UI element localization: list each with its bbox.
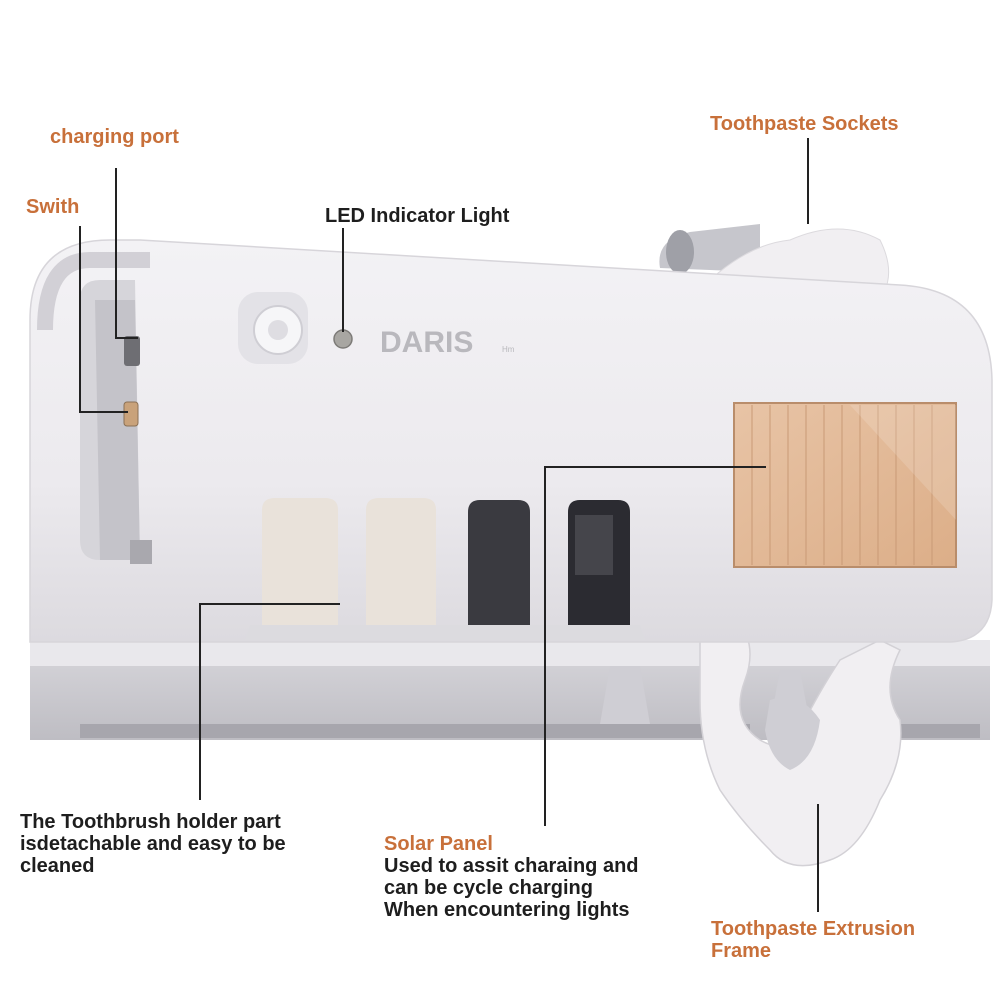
motion-sensor	[238, 292, 308, 364]
label-holder-line2: isdetachable and easy to be	[20, 833, 286, 855]
label-extrusion-line1: Toothpaste Extrusion	[711, 918, 916, 940]
label-solar-title: Solar Panel	[384, 833, 493, 855]
extrusion-frame-hole	[765, 697, 820, 770]
brand-suffix: Hm	[502, 345, 515, 354]
label-led-indicator: LED Indicator Light	[325, 205, 510, 227]
leader-lines	[79, 138, 819, 912]
label-toothpaste-sockets: Toothpaste Sockets	[710, 113, 899, 135]
label-solar-line3: When encountering lights	[384, 899, 630, 921]
brand-logo: DARIS	[380, 326, 473, 359]
leader-charging-port	[115, 168, 138, 339]
leader-solar	[544, 466, 766, 826]
leader-holder	[199, 603, 340, 800]
label-charging-port: charging port	[50, 126, 179, 148]
label-solar-line2: can be cycle charging	[384, 877, 593, 899]
switch	[123, 401, 139, 427]
label-holder-line1: The Toothbrush holder part	[20, 811, 281, 833]
label-solar-line1: Used to assit charaing and	[384, 855, 639, 877]
solar-panel	[733, 402, 957, 568]
leader-switch	[79, 226, 128, 413]
label-holder-line3: cleaned	[20, 855, 95, 877]
rear-socket-cap	[659, 224, 760, 274]
led-indicator	[333, 329, 353, 349]
charging-port	[124, 336, 140, 366]
label-switch: Swith	[26, 196, 80, 218]
label-extrusion-line2: Frame	[711, 940, 772, 962]
